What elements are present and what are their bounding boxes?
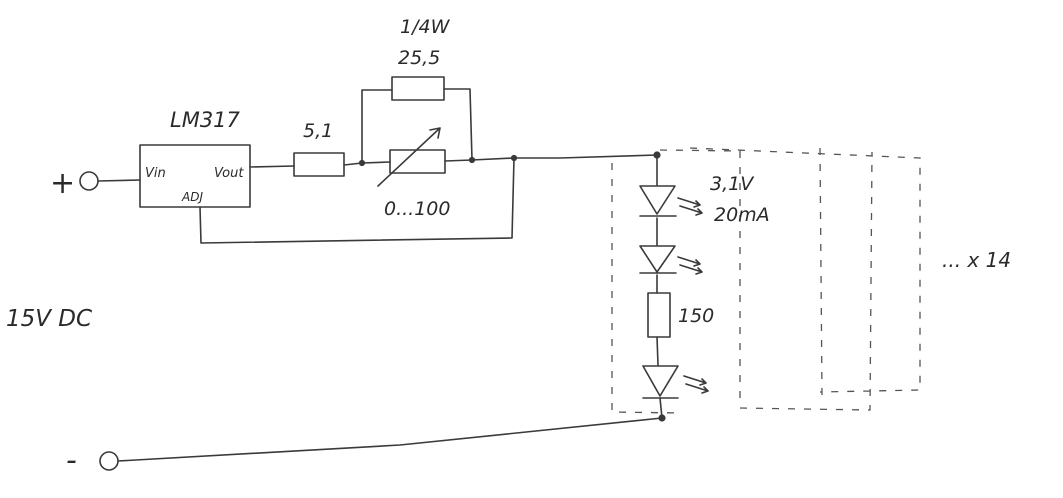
wire-pot-left — [361, 161, 391, 164]
resistor-parallel — [391, 76, 445, 101]
multiplier-label: ... x 14 — [942, 248, 1011, 272]
resistor-series — [647, 292, 671, 338]
supply-voltage-label: 15V DC — [6, 306, 92, 332]
regulator-pin-out: Vout — [214, 166, 244, 181]
minus-terminal-label: - — [66, 443, 77, 478]
led-1 — [639, 185, 677, 217]
regulator-name: LM317 — [170, 108, 241, 132]
led-2 — [639, 245, 677, 274]
resistor-fixed — [293, 152, 345, 177]
plus-terminal — [79, 171, 99, 191]
led-3 — [642, 365, 679, 399]
module-outline-1 — [611, 149, 741, 414]
wire-vout — [249, 165, 295, 168]
led-3-light-arrows — [683, 375, 709, 394]
regulator-pin-adj: ADJ — [181, 190, 203, 204]
potentiometer-arrow — [377, 127, 441, 187]
wire-input — [97, 179, 141, 182]
wire-led-chain — [656, 154, 663, 419]
wire-parallel-top — [361, 88, 473, 164]
led-voltage-label: 3,1V — [710, 173, 755, 195]
module-outline-2 — [689, 147, 921, 411]
led-1-light-arrows — [677, 197, 703, 216]
potentiometer-range-label: 0...100 — [384, 198, 450, 220]
wire-output — [471, 154, 658, 161]
potentiometer — [389, 149, 446, 174]
led-current-label: 20mA — [714, 204, 770, 226]
resistor-parallel-power-label: 1/4W — [400, 16, 451, 38]
plus-terminal-label: + — [50, 166, 75, 201]
led-2-light-arrows — [677, 256, 703, 275]
wire-adjust-feedback — [199, 157, 515, 244]
resistor-fixed-label: 5,1 — [303, 120, 333, 142]
minus-terminal — [99, 451, 119, 471]
wire-pot-right — [444, 159, 473, 162]
regulator-box — [139, 144, 251, 208]
regulator-pin-in: Vin — [145, 166, 166, 181]
wire-ground — [117, 417, 663, 462]
resistor-parallel-label: 25,5 — [398, 47, 440, 69]
resistor-series-label: 150 — [678, 305, 714, 327]
